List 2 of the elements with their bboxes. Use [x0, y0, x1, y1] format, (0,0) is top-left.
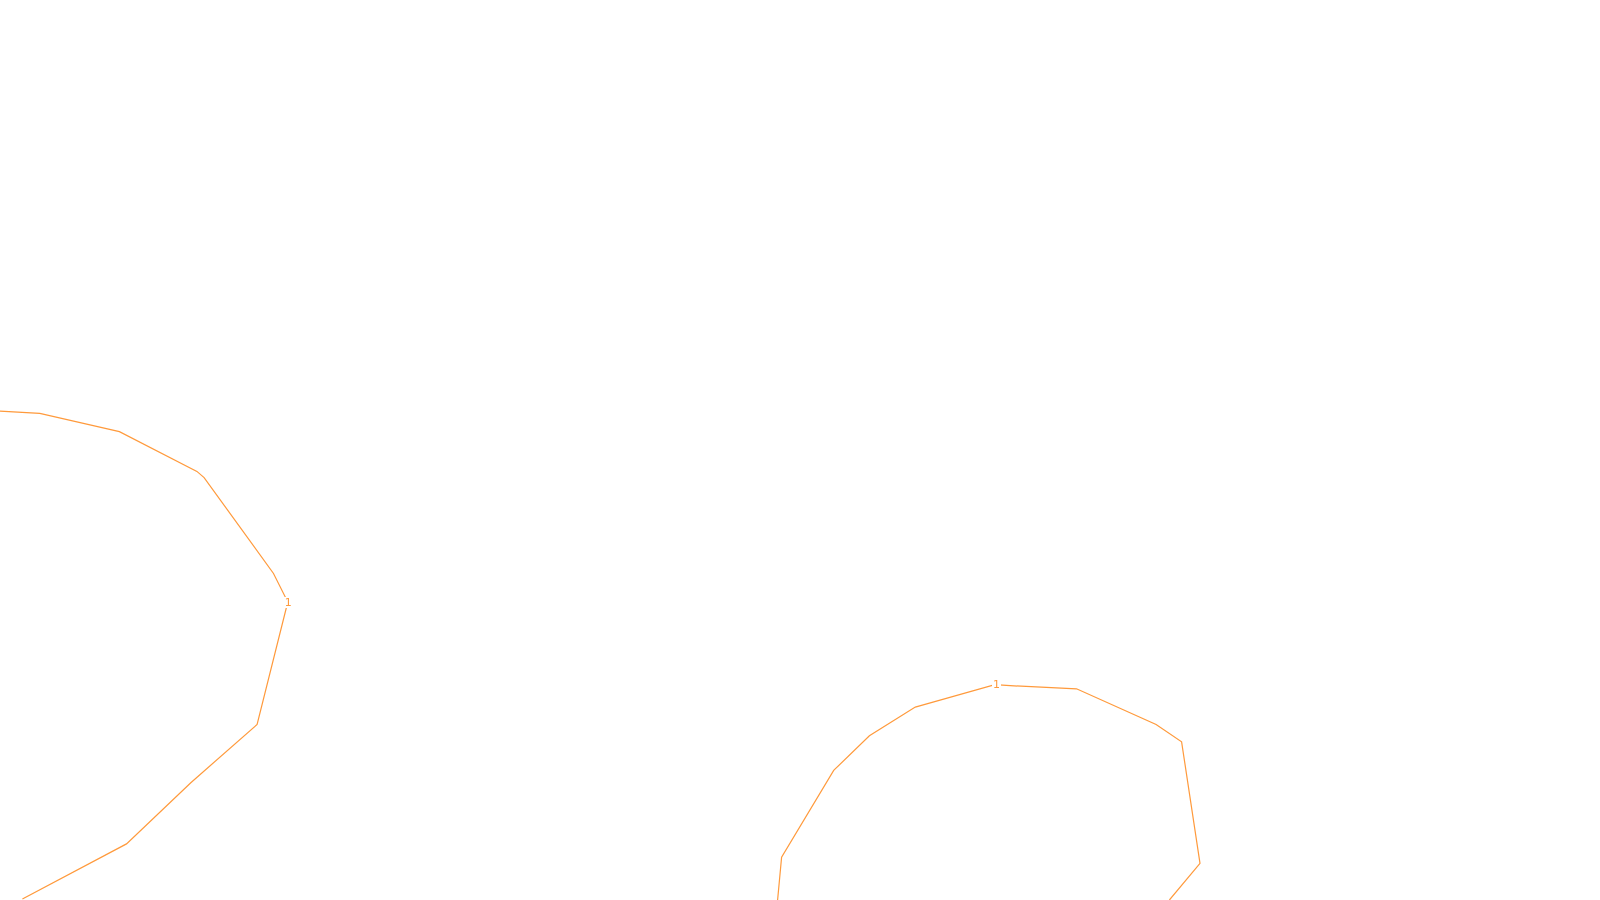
contour-label: 1 — [991, 678, 1001, 690]
contour-label: 1 — [283, 597, 293, 609]
